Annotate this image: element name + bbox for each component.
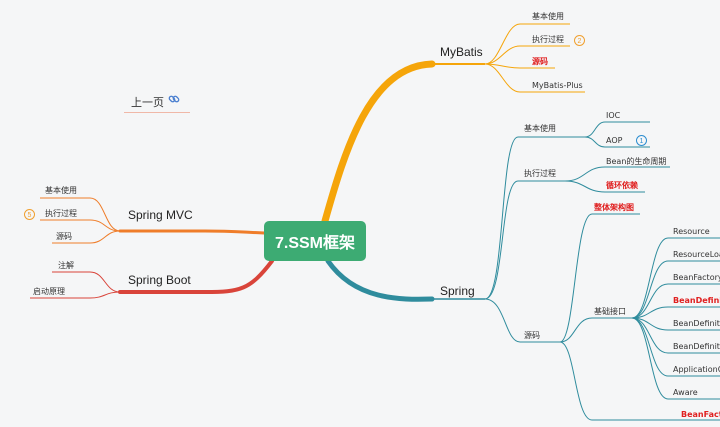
spring-architecture-diagram[interactable]: 整体架构图 bbox=[594, 203, 634, 212]
link-icon bbox=[168, 95, 180, 103]
interface-bean-definition[interactable]: BeanDefiniti bbox=[673, 296, 720, 305]
interface-aware[interactable]: Aware bbox=[673, 388, 698, 397]
branch-spring-boot-label[interactable]: Spring Boot bbox=[128, 273, 191, 287]
branch-spring-mvc bbox=[118, 229, 266, 235]
root-node[interactable]: 7.SSM框架 bbox=[264, 221, 366, 261]
mybatis-execution-process[interactable]: 执行过程 bbox=[532, 35, 564, 44]
spring-circular-dependency[interactable]: 循环依赖 bbox=[606, 181, 638, 190]
interface-resource[interactable]: Resource bbox=[673, 227, 710, 236]
interface-bean-definition-3[interactable]: BeanDefiniti bbox=[673, 342, 720, 351]
spring-aop-badge[interactable]: 1 bbox=[636, 135, 647, 146]
interface-bean-factory[interactable]: BeanFactory bbox=[673, 273, 720, 282]
spring-source-code[interactable]: 源码 bbox=[524, 331, 540, 340]
spring-bean-factory-more[interactable]: BeanFacto bbox=[681, 410, 720, 419]
branch-spring-mvc-label[interactable]: Spring MVC bbox=[128, 208, 193, 222]
spring-children-lines bbox=[484, 121, 720, 421]
spring-execution-process[interactable]: 执行过程 bbox=[524, 169, 556, 178]
interface-bean-definition-2[interactable]: BeanDefiniti bbox=[673, 319, 720, 328]
interface-resource-loader[interactable]: ResourceLoa bbox=[673, 250, 720, 259]
root-label: 7.SSM框架 bbox=[274, 235, 356, 252]
spring-bean-lifecycle[interactable]: Bean的生命周期 bbox=[606, 157, 667, 166]
spring-mvc-source-code[interactable]: 源码 bbox=[56, 232, 72, 241]
spring-mvc-children-lines bbox=[40, 197, 121, 244]
mybatis-children-lines bbox=[484, 23, 585, 93]
spring-mvc-basic-usage[interactable]: 基本使用 bbox=[45, 186, 77, 195]
branch-mybatis-label[interactable]: MyBatis bbox=[440, 45, 483, 59]
branch-mybatis bbox=[321, 60, 436, 225]
spring-mvc-execution-process[interactable]: 执行过程 bbox=[45, 209, 77, 218]
spring-mvc-badge[interactable]: 5 bbox=[24, 209, 35, 220]
mybatis-basic-usage[interactable]: 基本使用 bbox=[532, 12, 564, 21]
spring-aop[interactable]: AOP bbox=[606, 136, 623, 145]
previous-page-link[interactable]: 上一页 bbox=[124, 92, 190, 113]
spring-ioc[interactable]: IOC bbox=[606, 111, 621, 120]
mybatis-plus[interactable]: MyBatis-Plus bbox=[532, 81, 583, 90]
spring-boot-children-lines bbox=[30, 271, 121, 299]
spring-boot-annotations[interactable]: 注解 bbox=[58, 261, 74, 270]
branch-spring-label[interactable]: Spring bbox=[440, 284, 475, 298]
spring-basic-usage[interactable]: 基本使用 bbox=[524, 124, 556, 133]
spring-boot-startup-principle[interactable]: 启动原理 bbox=[33, 287, 65, 296]
previous-page-label: 上一页 bbox=[131, 96, 164, 109]
branch-spring-boot bbox=[118, 259, 274, 294]
interface-application-context[interactable]: ApplicationC bbox=[673, 365, 720, 374]
mybatis-source-code[interactable]: 源码 bbox=[532, 57, 548, 66]
mybatis-process-badge[interactable]: 2 bbox=[574, 35, 585, 46]
spring-base-interfaces[interactable]: 基础接口 bbox=[594, 307, 626, 316]
branch-spring bbox=[325, 258, 435, 302]
